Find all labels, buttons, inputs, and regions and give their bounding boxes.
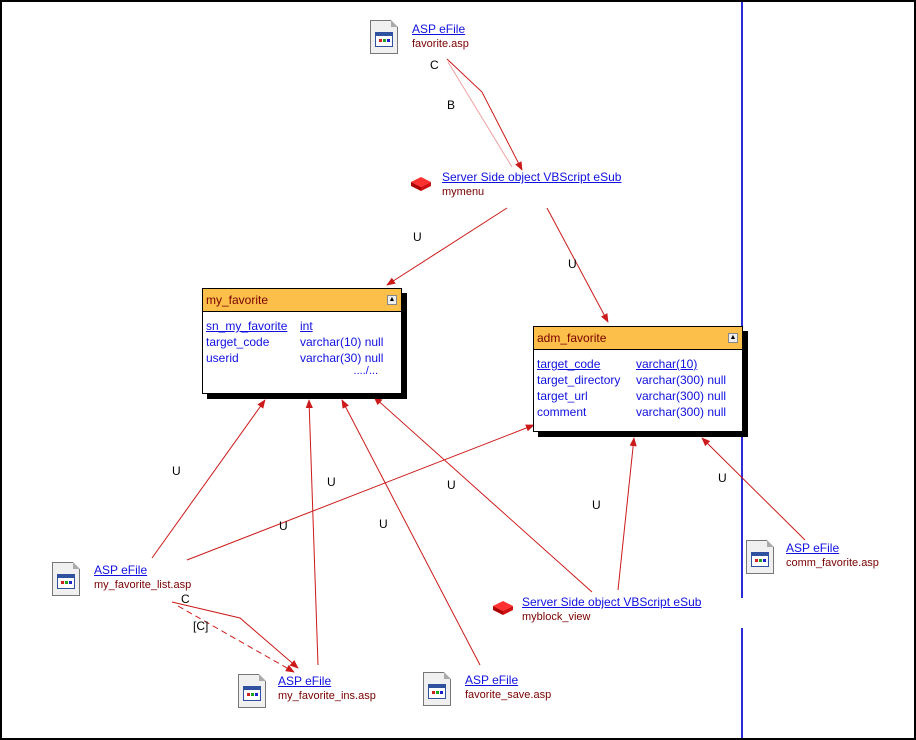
table-row: target_code varchar(10) xyxy=(537,356,739,372)
node-filename: my_favorite_ins.asp xyxy=(278,690,376,702)
node-type-link[interactable]: ASP eFile xyxy=(412,22,466,36)
table-row: userid varchar(30) null xyxy=(206,350,398,366)
node-type-link[interactable]: Server Side object VBScript eSub xyxy=(442,170,622,184)
table-header: my_favorite ▲ xyxy=(203,289,401,312)
table-row: target_code varchar(10) null xyxy=(206,334,398,350)
table-row: target_url varchar(300) null xyxy=(537,388,739,404)
column-name: sn_my_favorite xyxy=(206,319,288,333)
column-type: varchar(10) null xyxy=(300,335,384,349)
node-filename: mymenu xyxy=(442,186,485,198)
edge-list-ins-cc xyxy=(177,605,295,673)
edge-comm-adm-favorite xyxy=(701,437,806,541)
node-mymenu[interactable]: Server Side object VBScript eSub mymenu xyxy=(442,170,621,198)
edge-mymenu-my-favorite xyxy=(386,207,508,286)
edge-label: U xyxy=(413,230,422,244)
edge-favorite-mymenu-c xyxy=(446,58,523,171)
column-type: varchar(300) null xyxy=(636,405,727,419)
collapse-icon[interactable]: ▲ xyxy=(728,333,738,343)
asp-file-icon xyxy=(52,562,80,596)
edge-label: U xyxy=(592,498,601,512)
column-name: target_url xyxy=(537,389,588,403)
collapse-icon[interactable]: ▲ xyxy=(387,295,397,305)
node-my-favorite-ins[interactable]: ASP eFile my_favorite_ins.asp xyxy=(278,674,376,702)
node-filename: favorite.asp xyxy=(412,38,469,50)
edge-label: U xyxy=(279,519,288,533)
node-filename: my_favorite_list.asp xyxy=(94,579,192,591)
column-name: target_code xyxy=(206,335,270,349)
edge-label: C xyxy=(181,592,190,606)
column-type: int xyxy=(300,319,313,333)
node-filename: favorite_save.asp xyxy=(465,689,552,701)
edge-block-adm-favorite xyxy=(617,437,637,591)
node-filename: myblock_view xyxy=(522,611,591,623)
table-adm-favorite[interactable]: adm_favorite ▲ target_code varchar(10) t… xyxy=(533,326,743,432)
edge-label: C xyxy=(430,58,439,72)
table-my-favorite[interactable]: my_favorite ▲ sn_my_favorite int target_… xyxy=(202,288,402,394)
column-name: target_directory xyxy=(537,373,621,387)
edge-block-my-favorite xyxy=(373,396,593,593)
edge-label: B xyxy=(447,98,456,112)
node-filename: comm_favorite.asp xyxy=(786,557,879,569)
asp-file-icon xyxy=(746,540,774,574)
edge-favorite-mymenu-b xyxy=(447,61,513,168)
edge-label: U xyxy=(568,257,577,271)
column-type: varchar(10) xyxy=(636,357,698,371)
edge-list-ins-c xyxy=(171,601,299,669)
column-name: target_code xyxy=(537,357,601,371)
asp-file-icon xyxy=(370,20,398,54)
column-type: varchar(30) null xyxy=(300,351,384,365)
node-favorite-save[interactable]: ASP eFile favorite_save.asp xyxy=(465,673,551,701)
server-object-icon xyxy=(411,177,431,191)
node-type-link[interactable]: ASP eFile xyxy=(94,563,148,577)
edge-label: [C] xyxy=(193,619,209,633)
node-type-link[interactable]: ASP eFile xyxy=(786,541,840,555)
table-header: adm_favorite ▲ xyxy=(534,327,742,350)
table-row: comment varchar(300) null xyxy=(537,404,739,420)
edge-ins-my-favorite xyxy=(305,399,319,666)
asp-file-icon xyxy=(238,674,266,708)
table-row: sn_my_favorite int xyxy=(206,318,398,334)
node-my-favorite-list[interactable]: ASP eFile my_favorite_list.asp xyxy=(94,563,191,591)
edge-label: U xyxy=(327,475,336,489)
table-row: target_directory varchar(300) null xyxy=(537,372,739,388)
node-type-link[interactable]: ASP eFile xyxy=(465,673,519,687)
server-object-icon xyxy=(493,601,513,615)
node-type-link[interactable]: ASP eFile xyxy=(278,674,332,688)
edge-list-my-favorite xyxy=(151,399,266,559)
edge-save-my-favorite xyxy=(341,399,481,666)
asp-file-icon xyxy=(423,672,451,706)
edge-label: U xyxy=(379,517,388,531)
edge-label: U xyxy=(447,478,456,492)
column-type: varchar(300) null xyxy=(636,389,727,403)
column-name: comment xyxy=(537,405,587,419)
node-myblock-view[interactable]: Server Side object VBScript eSub myblock… xyxy=(522,595,702,623)
edge-list-adm-favorite xyxy=(186,424,535,561)
more-columns-indicator: ..../... xyxy=(353,365,378,377)
edge-label: U xyxy=(718,471,727,485)
table-title: adm_favorite xyxy=(537,331,607,345)
edge-mymenu-adm-favorite xyxy=(546,207,609,323)
node-favorite-asp[interactable]: ASP eFile favorite.asp xyxy=(412,22,469,50)
column-name: userid xyxy=(206,351,239,365)
divider-gap xyxy=(738,598,748,628)
node-type-link[interactable]: Server Side object VBScript eSub xyxy=(522,595,702,609)
table-title: my_favorite xyxy=(206,293,269,307)
column-type: varchar(300) null xyxy=(636,373,727,387)
edge-label: U xyxy=(172,464,181,478)
node-comm-favorite[interactable]: ASP eFile comm_favorite.asp xyxy=(786,541,879,569)
